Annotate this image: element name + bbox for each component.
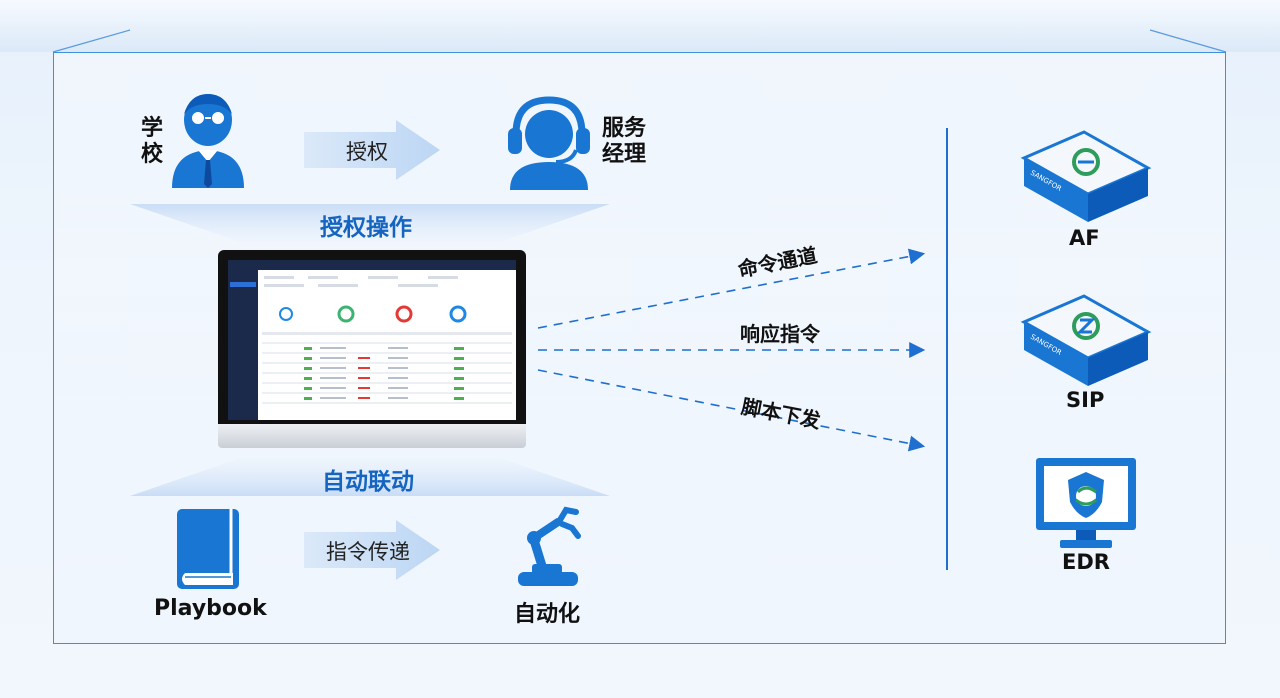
actor-service-manager-label: 服务经理	[602, 116, 647, 167]
command-transfer-arrow-label: 指令传递	[326, 540, 410, 564]
top-fade	[0, 0, 1280, 52]
automation-label: 自动化	[514, 602, 581, 627]
edr-monitor-icon	[1036, 458, 1136, 548]
headset-agent-icon	[508, 96, 590, 190]
edr-label: EDR	[1062, 550, 1110, 574]
authorize-arrow	[304, 120, 440, 180]
top-perspective	[52, 29, 1227, 53]
dashboard-screen	[228, 260, 516, 420]
playbook-label: Playbook	[154, 596, 267, 621]
sip-label: SIP	[1066, 388, 1105, 412]
command-transfer-arrow	[304, 520, 440, 580]
authorize-arrow-label: 授权	[346, 140, 388, 164]
dashboard-monitor	[218, 250, 526, 448]
robot-arm-icon	[518, 506, 581, 586]
teacher-icon	[172, 94, 244, 188]
authorize-banner-shape	[130, 204, 610, 242]
af-firewall-device-icon: SANGFOR	[1020, 130, 1152, 222]
sip-platform-device-icon: SANGFOR	[1020, 294, 1152, 386]
af-label: AF	[1069, 226, 1100, 250]
divider-line	[946, 128, 948, 570]
channel-arrows	[537, 248, 926, 452]
actor-school-label: 学校	[140, 116, 163, 167]
channel-label-response: 响应指令	[740, 322, 820, 346]
auto-link-banner-label: 自动联动	[322, 469, 414, 495]
playbook-book-icon	[177, 509, 239, 589]
auto-link-banner-shape	[130, 458, 610, 496]
authorize-banner-label: 授权操作	[320, 215, 412, 241]
dashboard-content	[262, 276, 512, 404]
